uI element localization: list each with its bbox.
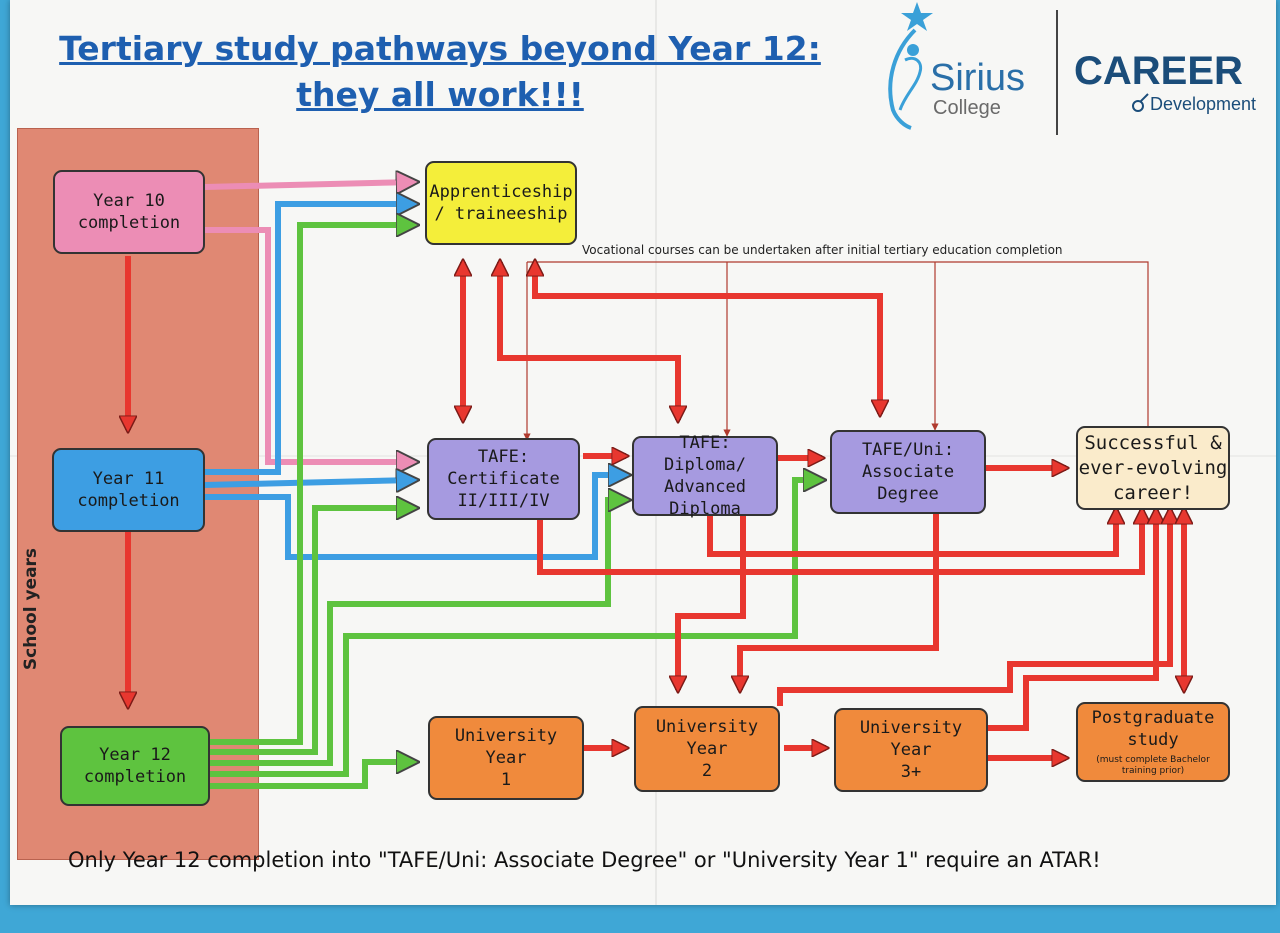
node-tafe-diploma: TAFE: Diploma/ Advanced Diploma (632, 433, 778, 519)
sirius-sub: College (933, 97, 1001, 119)
title-line-2: they all work!!! (296, 75, 584, 114)
postgrad-title: Postgraduate study (1091, 708, 1215, 750)
node-university-year-2: University Year 2 (634, 706, 780, 792)
arrow-uni2-career (777, 510, 1170, 706)
star-icon (901, 2, 933, 31)
arrow-year12-uni1 (210, 762, 415, 789)
arrow-diploma-career (707, 510, 1116, 557)
arrow-cert-career (537, 510, 1142, 575)
node-university-year-3: University Year 3+ (834, 708, 988, 792)
postgrad-note: (must complete Bachelor training prior) (1096, 755, 1210, 776)
arrow-associate-uni2 (740, 514, 939, 690)
molecule-icon (1132, 100, 1144, 112)
year10-arrows (204, 182, 415, 462)
arrow-apprenticeship-associate (535, 262, 880, 414)
vocational-top-line (527, 261, 1149, 426)
arrow-year12-apprenticeship (210, 225, 415, 745)
node-tafe-certificate: TAFE: Certificate II/III/IV (427, 438, 580, 520)
title-line-1: Tertiary study pathways beyond Year 12: (59, 29, 821, 68)
arrow-year11-apprenticeship (205, 204, 415, 475)
career-name: CAREER (1074, 49, 1243, 93)
vocational-courses-note: Vocational courses can be undertaken aft… (582, 243, 1063, 257)
arrow-year12-tafe-diploma (210, 500, 627, 766)
logo-separator (1056, 10, 1058, 135)
node-associate-degree: TAFE/Uni: Associate Degree (830, 430, 986, 514)
node-apprenticeship: Apprenticeship / traineeship (425, 161, 577, 245)
arrow-year10-apprenticeship (204, 182, 415, 187)
career-sub: Development (1150, 94, 1256, 114)
node-year12-completion: Year 12 completion (60, 726, 210, 806)
arrow-year12-associate (210, 480, 822, 777)
arrow-year11-tafe-diploma (205, 475, 627, 560)
arrow-year12-tafe-cert (210, 508, 415, 755)
red-arrows (128, 256, 1184, 758)
node-university-year-1: University Year 1 (428, 716, 584, 800)
vocational-lines (523, 261, 1149, 441)
year11-arrows (204, 204, 627, 560)
arrow-year10-tafe-cert (205, 227, 415, 462)
node-year10-completion: Year 10 completion (53, 170, 205, 254)
node-postgraduate-study: Postgraduate study (must complete Bachel… (1076, 702, 1230, 782)
node-year11-completion: Year 11 completion (52, 448, 205, 532)
arrow-uni3-career (988, 510, 1156, 731)
year12-arrows (210, 225, 822, 789)
arrow-year11-tafe-cert (204, 480, 415, 485)
pathway-arrows (10, 0, 1276, 789)
atar-footer-note: Only Year 12 completion into "TAFE/Uni: … (68, 848, 1101, 872)
sirius-college-logo: Sirius College (888, 2, 1025, 130)
arrow-diploma-uni2 (678, 516, 746, 690)
career-development-logo: CAREER Development (1074, 49, 1256, 114)
figure-swoosh (888, 28, 917, 130)
poster-title: Tertiary study pathways beyond Year 12: … (40, 26, 840, 118)
poster: Tertiary study pathways beyond Year 12: … (10, 0, 1276, 905)
sirius-name: Sirius (930, 57, 1025, 99)
node-successful-career: Successful & ever-evolving career! (1076, 426, 1230, 510)
